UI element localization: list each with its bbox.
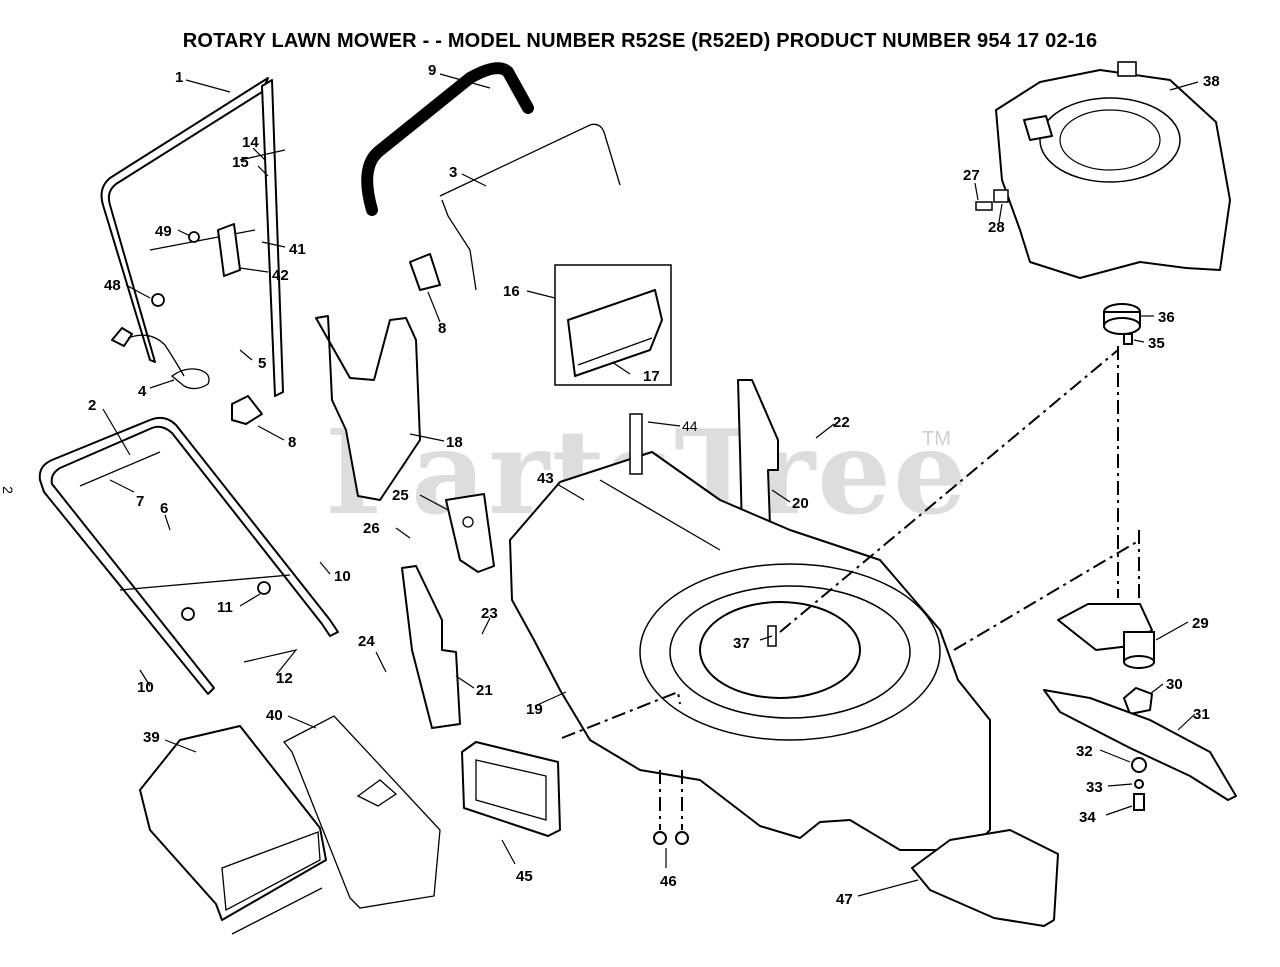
- callout-18: 18: [446, 434, 463, 451]
- part-front-shield[interactable]: [461, 741, 561, 837]
- callout-19: 19: [526, 701, 543, 718]
- callout-21: 21: [476, 682, 493, 699]
- callout-labels: 1 2 3 4 5 6 7 8 8 9 10 10 11 12 14 15 16…: [88, 62, 1220, 908]
- callout-14: 14: [242, 134, 259, 151]
- part-drive-pulley[interactable]: [1103, 303, 1141, 335]
- callout-48: 48: [104, 277, 121, 294]
- leader-lines: [102, 73, 1199, 897]
- callout-41: 41: [289, 241, 306, 258]
- callout-47: 47: [836, 891, 853, 908]
- part-bag-frame[interactable]: [282, 715, 441, 909]
- callout-24: 24: [358, 633, 375, 650]
- callout-12: 12: [276, 670, 293, 687]
- callout-4: 4: [138, 383, 147, 400]
- callout-20: 20: [792, 495, 809, 512]
- callout-25: 25: [392, 487, 409, 504]
- callout-10-right: 10: [334, 568, 351, 585]
- part-blade-adapter[interactable]: [1057, 603, 1155, 669]
- part-rear-guard[interactable]: [315, 315, 421, 501]
- callout-31: 31: [1193, 706, 1210, 723]
- callout-29: 29: [1192, 615, 1209, 632]
- callout-15: 15: [232, 154, 249, 171]
- part-bail-wire[interactable]: [439, 123, 621, 291]
- part-deflector[interactable]: [911, 829, 1059, 927]
- callout-39: 39: [143, 729, 160, 746]
- callout-30: 30: [1166, 676, 1183, 693]
- callout-11: 11: [217, 599, 233, 616]
- part-lower-handle[interactable]: [38, 416, 339, 695]
- watermark-trademark: TM: [922, 428, 951, 450]
- callout-8-lower: 8: [288, 434, 296, 451]
- callout-22: 22: [833, 414, 850, 431]
- callout-33: 33: [1086, 779, 1103, 796]
- part-height-bracket-front[interactable]: [737, 379, 779, 531]
- callout-6: 6: [160, 500, 168, 517]
- callout-8-upper: 8: [438, 320, 446, 337]
- part-knob-lower[interactable]: [231, 395, 263, 425]
- diagram-title: ROTARY LAWN MOWER - - MODEL NUMBER R52SE…: [182, 30, 1098, 52]
- part-chute-flap[interactable]: [445, 493, 495, 573]
- callout-17: 17: [643, 368, 660, 385]
- part-label-frame[interactable]: [554, 264, 672, 386]
- part-engine[interactable]: [995, 61, 1231, 279]
- part-blade[interactable]: [1043, 689, 1237, 801]
- part-mower-deck[interactable]: [509, 451, 991, 851]
- callout-38: 38: [1203, 73, 1220, 90]
- part-height-bracket-rear[interactable]: [401, 565, 461, 729]
- callout-35: 35: [1148, 335, 1165, 352]
- part-knob-upper[interactable]: [409, 253, 441, 291]
- part-blade-key[interactable]: [1123, 687, 1153, 715]
- callout-37: 37: [733, 635, 750, 652]
- callout-10-left: 10: [137, 679, 154, 696]
- callout-45: 45: [516, 868, 533, 885]
- callout-1: 1: [175, 69, 183, 86]
- callout-23: 23: [481, 605, 498, 622]
- part-grip[interactable]: [361, 62, 534, 216]
- callout-32: 32: [1076, 743, 1093, 760]
- callout-42: 42: [272, 267, 289, 284]
- part-cable[interactable]: [111, 327, 210, 390]
- callout-49: 49: [155, 223, 172, 240]
- callout-43: 43: [537, 470, 554, 487]
- callout-9: 9: [428, 62, 436, 79]
- callout-34: 34: [1079, 809, 1096, 826]
- callout-3: 3: [449, 164, 457, 181]
- part-upper-handle[interactable]: [100, 77, 286, 397]
- callout-46: 46: [660, 873, 677, 890]
- callout-16: 16: [503, 283, 520, 300]
- callout-44: 44: [682, 418, 698, 434]
- callout-40: 40: [266, 707, 283, 724]
- callout-27: 27: [963, 167, 980, 184]
- part-small-hardware: [151, 189, 1147, 845]
- callout-7: 7: [136, 493, 144, 510]
- callout-5: 5: [258, 355, 266, 372]
- callout-2: 2: [88, 397, 96, 414]
- part-grass-bag[interactable]: [139, 725, 327, 935]
- callout-26: 26: [363, 520, 380, 537]
- callout-36: 36: [1158, 309, 1175, 326]
- callout-28: 28: [988, 219, 1005, 236]
- assembly-lines: [561, 346, 1141, 830]
